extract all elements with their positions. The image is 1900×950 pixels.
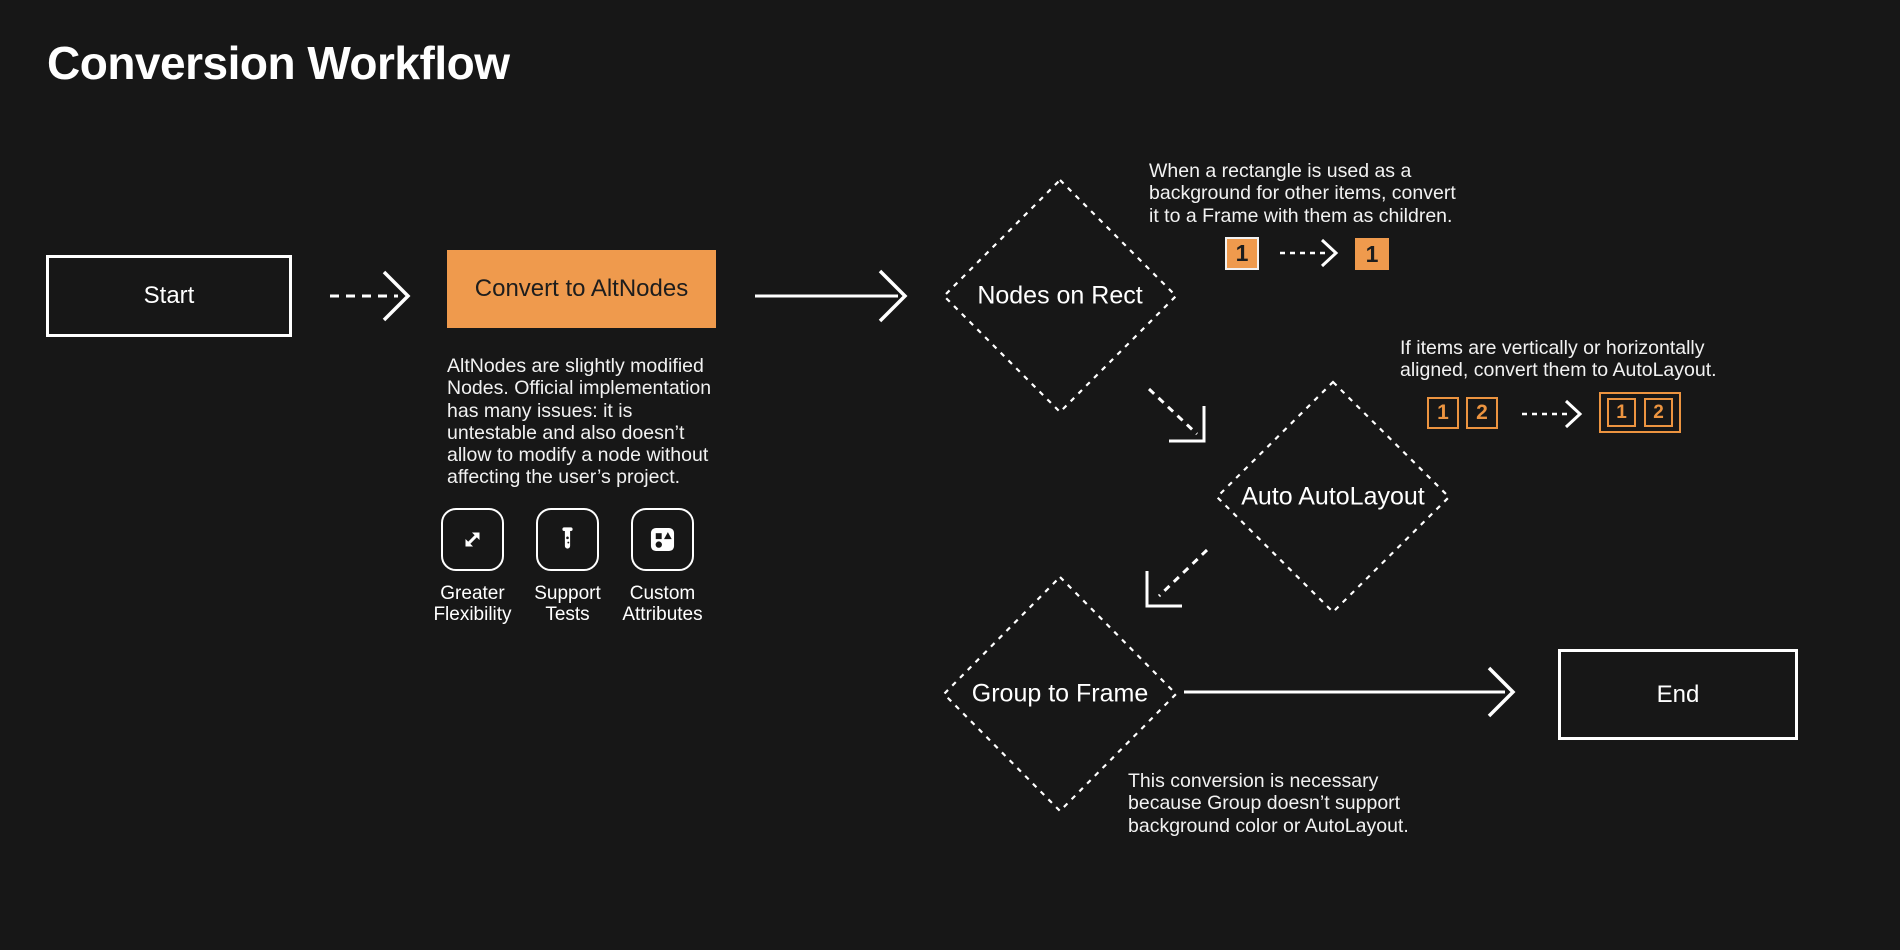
- mini-rect-after-item: 1: [1355, 238, 1389, 270]
- arrow-group-to-frame-to-end: [1184, 666, 1516, 718]
- arrow-start-to-convert: [330, 270, 411, 322]
- convert-to-altnodes-node: Convert to AltNodes: [447, 250, 716, 328]
- auto-autolayout-label: Auto AutoLayout: [1241, 482, 1425, 511]
- shapes-icon: [631, 508, 694, 571]
- arrow-auto-autolayout-to-group-to-frame: [1145, 548, 1209, 608]
- arrow-mini-items-to-autolayout: [1522, 399, 1583, 429]
- convert-node-label: Convert to AltNodes: [474, 275, 689, 302]
- end-node: End: [1558, 649, 1798, 740]
- note-group-to-frame: This conversion is necessary because Gro…: [1128, 770, 1409, 837]
- note-autolayout: If items are vertically or horizontally …: [1400, 337, 1717, 382]
- altnodes-features: Greater Flexibility Support Tests: [425, 508, 710, 625]
- arrow-convert-to-nodes-on-rect: [755, 269, 908, 323]
- feature-label: Support Tests: [534, 583, 601, 625]
- mini-rect-before-item: 1: [1225, 237, 1259, 270]
- nodes-on-rect-label: Nodes on Rect: [977, 281, 1143, 310]
- note-rect-to-frame: When a rectangle is used as a background…: [1149, 160, 1456, 227]
- start-node-label: Start: [143, 282, 195, 309]
- feature-label: Custom Attributes: [622, 583, 703, 625]
- end-node-label: End: [1656, 680, 1700, 708]
- mini-item-2: 2: [1466, 397, 1498, 429]
- feature-label: Greater Flexibility: [433, 583, 512, 625]
- expand-diagonal-icon: [441, 508, 504, 571]
- feature-custom-attributes: Custom Attributes: [615, 508, 710, 625]
- feature-support-tests: Support Tests: [520, 508, 615, 625]
- arrow-nodes-on-rect-to-auto-autolayout: [1147, 387, 1206, 443]
- arrow-mini-rect-to-frame: [1280, 238, 1339, 268]
- mini-grouped-item-2: 2: [1644, 398, 1673, 427]
- mini-autolayout-group: 1 2: [1599, 392, 1681, 433]
- altnodes-description: AltNodes are slightly modified Nodes. Of…: [447, 355, 712, 489]
- mini-grouped-item-1: 1: [1607, 398, 1636, 427]
- feature-greater-flexibility: Greater Flexibility: [425, 508, 520, 625]
- start-node: Start: [46, 255, 292, 337]
- group-to-frame-label: Group to Frame: [971, 679, 1149, 708]
- test-tube-icon: [536, 508, 599, 571]
- page-title: Conversion Workflow: [47, 37, 510, 89]
- mini-item-1: 1: [1427, 397, 1459, 429]
